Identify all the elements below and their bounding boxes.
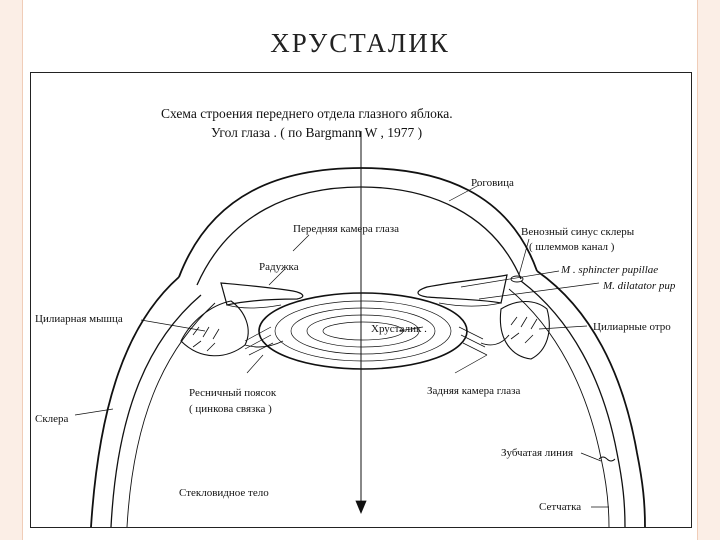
label-cornea: Роговица — [471, 177, 514, 189]
zonule-right — [458, 326, 488, 356]
label-scleral-sinus-line2: ( шлеммов канал ) — [529, 241, 615, 253]
label-scleral-sinus-line1: Венозный синус склеры — [521, 226, 635, 238]
lens-outline — [258, 292, 468, 370]
label-dilatator-pupillae: M. dilatator pup — [603, 280, 676, 292]
sclera-inner — [110, 294, 202, 527]
ciliary-body-right — [499, 300, 550, 360]
iris-right — [417, 274, 508, 304]
label-iris: Радужка — [259, 261, 299, 273]
label-ciliary-muscle: Цилиарная мышца — [35, 313, 123, 325]
sclera-inner-right — [520, 280, 626, 527]
label-lens: Хрусталик . — [371, 323, 427, 335]
label-sclera: Склера — [35, 413, 69, 425]
label-ciliary-zonule-line1: Ресничный поясок — [189, 387, 277, 399]
slide-frame-right — [697, 0, 720, 540]
eye-diagram-figure: Схема строения переднего отдела глазного… — [30, 72, 692, 528]
ciliary-body-left — [180, 300, 249, 357]
slide-frame-left — [0, 0, 23, 540]
iris-left — [220, 282, 304, 306]
label-ora-serrata: Зубчатая линия — [501, 447, 574, 459]
slide-title: ХРУСТАЛИК — [270, 28, 450, 58]
label-vitreous-body: Стекловидное тело — [179, 487, 269, 499]
label-sphincter-pupillae: M . sphincter pupillae — [561, 264, 659, 276]
label-anterior-chamber: Передняя камера глаза — [293, 223, 400, 235]
label-posterior-chamber: Задняя камера глаза — [427, 385, 521, 397]
label-ciliary-zonule-line2: ( цинкова связка ) — [189, 403, 272, 415]
eye-diagram-drawing — [74, 131, 646, 527]
retina-left — [126, 302, 216, 527]
zonule-left — [244, 326, 274, 356]
figure-caption-line1: Схема строения переднего отдела глазного… — [161, 106, 453, 121]
label-retina: Сетчатка — [539, 501, 582, 513]
figure-caption-line2: Угол глаза . ( по Bargmann W , 1977 ) — [211, 125, 423, 140]
label-ciliary-processes: Цилиарные отро — [593, 321, 671, 333]
cornea-inner — [196, 186, 522, 286]
retina-right — [508, 288, 610, 527]
sclera-outer — [90, 276, 180, 527]
sclera-outer-right — [536, 270, 646, 527]
